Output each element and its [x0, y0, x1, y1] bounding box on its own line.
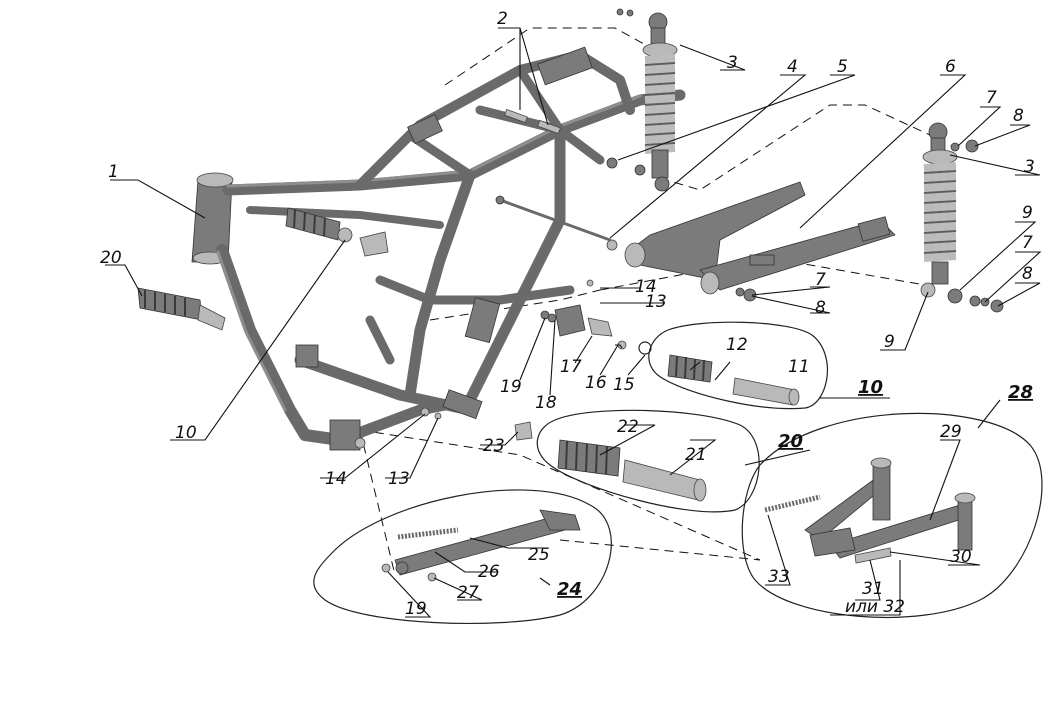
bolts-part-2 [504, 108, 561, 135]
callout-17: 17 [560, 357, 582, 377]
callout-16: 16 [585, 373, 607, 393]
callout-11: 11 [788, 357, 810, 377]
group-28 [741, 399, 1043, 619]
callout-9-right: 9 [1022, 203, 1033, 223]
callout-31: 31 [862, 579, 884, 599]
callout-8-mid: 8 [815, 298, 826, 318]
callout-4: 4 [787, 57, 798, 77]
callout-8-right: 8 [1022, 264, 1033, 284]
group-label-24: 24 [557, 579, 582, 600]
callout-6: 6 [945, 57, 956, 77]
leader-lines [105, 27, 1042, 618]
callout-18: 18 [535, 393, 557, 413]
callout-22: 22 [617, 417, 639, 437]
shock-absorber-right [922, 122, 963, 304]
footrest-left-20 [137, 287, 226, 331]
callout-20: 20 [100, 248, 122, 268]
callout-26: 26 [478, 562, 500, 582]
callout-9-bottom: 9 [884, 332, 895, 352]
callout-23: 23 [483, 436, 505, 456]
callout-13-bottom: 13 [388, 469, 410, 489]
group-10 [648, 321, 890, 410]
callout-29: 29 [940, 422, 962, 442]
pivot-parts [420, 279, 652, 441]
callout-21: 21 [685, 445, 707, 465]
callout-2: 2 [497, 9, 508, 29]
callout-7-mid: 7 [815, 270, 826, 290]
callout-19-bottom: 19 [405, 599, 427, 619]
group-20 [536, 409, 811, 513]
main-frame [191, 46, 686, 451]
group-label-20: 20 [778, 431, 803, 452]
callout-30: 30 [950, 547, 972, 567]
callout-14-top: 14 [635, 277, 657, 297]
callout-3-left: 3 [727, 53, 738, 73]
callout-7-top: 7 [986, 88, 997, 108]
assembly-lines [359, 27, 931, 576]
group-label-28: 28 [1008, 382, 1033, 403]
callout-19-top: 19 [500, 377, 522, 397]
callout-3-right: 3 [1024, 157, 1035, 177]
callout-labels: 1 2 3 4 5 6 7 8 3 9 7 8 9 7 8 20 10 14 1… [100, 9, 1035, 619]
callout-10: 10 [175, 423, 197, 443]
footrest-upper [285, 207, 389, 257]
callout-32: или 32 [845, 597, 905, 617]
swingarm [495, 181, 896, 295]
callout-1: 1 [108, 162, 119, 182]
callout-25: 25 [528, 545, 550, 565]
callout-13-top: 13 [645, 292, 667, 312]
callout-7-right: 7 [1022, 233, 1033, 253]
callout-5: 5 [837, 57, 848, 77]
group-label-10: 10 [858, 377, 883, 398]
callout-8-top: 8 [1013, 106, 1024, 126]
shock-absorber-left [616, 8, 678, 192]
callout-12: 12 [726, 335, 748, 355]
callout-15: 15 [613, 375, 635, 395]
callout-27: 27 [457, 583, 479, 603]
group-24 [313, 489, 612, 625]
callout-14-bottom: 14 [325, 469, 347, 489]
callout-33: 33 [768, 567, 790, 587]
